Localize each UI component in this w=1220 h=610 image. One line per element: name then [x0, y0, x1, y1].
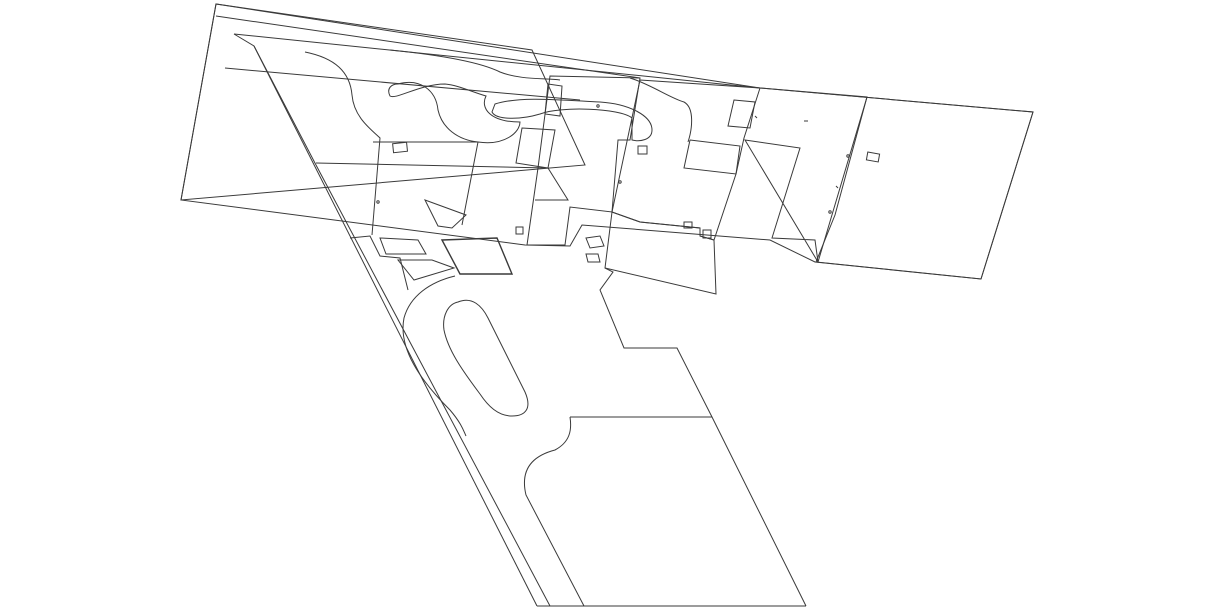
corridor-left-long-edge	[254, 46, 537, 606]
fixture-box-2	[638, 146, 647, 154]
survey-point-4	[829, 211, 831, 213]
tick-2	[755, 116, 757, 118]
gate-post-a	[586, 236, 604, 248]
upper-inner-line	[234, 34, 760, 88]
main-house-wing	[316, 163, 568, 200]
east-wing-court	[684, 140, 740, 174]
parking-pad	[442, 238, 512, 274]
garage-block	[745, 140, 818, 262]
entry-pads	[350, 236, 604, 290]
upper-inner-line-2	[225, 68, 580, 100]
oval-path-left	[389, 82, 520, 142]
fixture-box-5	[684, 222, 692, 228]
winding-path-left	[305, 52, 380, 235]
driveway-corridor	[234, 34, 806, 606]
far-east-divider	[818, 97, 867, 262]
garden-paths	[305, 50, 692, 606]
fixture-box-4	[516, 227, 523, 234]
outer-tilted-boundary	[181, 4, 1033, 279]
house-central-block	[373, 142, 478, 225]
building-footprints	[316, 76, 1033, 294]
small-pad-left	[380, 238, 426, 254]
south-lower-court	[605, 212, 716, 294]
fixture-markers	[377, 105, 880, 238]
north-tilted-boundary	[181, 4, 585, 200]
corridor-inner-edge	[316, 165, 550, 606]
top-edge-line	[216, 16, 640, 78]
east-annex	[728, 100, 755, 128]
gate-post-b	[586, 254, 600, 262]
driveway-inner-curve	[524, 417, 584, 606]
driveway-loop-island	[444, 300, 528, 416]
fixture-box-3	[866, 152, 879, 162]
survey-point-5	[619, 181, 621, 183]
survey-point-2	[377, 201, 379, 203]
fixture-box-1	[393, 142, 408, 152]
driveway-outer-curve	[403, 276, 466, 436]
far-east-yard	[760, 88, 1033, 279]
central-court	[516, 128, 555, 168]
north-house-block	[527, 76, 640, 245]
oval-path-center	[492, 99, 652, 140]
small-pad-right	[398, 260, 454, 280]
survey-point-1	[597, 105, 599, 107]
winding-path-top	[390, 50, 560, 80]
site-boundaries	[181, 4, 1033, 279]
fixture-box-6	[703, 230, 711, 238]
tick-3	[836, 186, 838, 188]
survey-point-3	[847, 155, 849, 157]
corridor-right-edge	[600, 268, 806, 606]
front-terrace	[425, 200, 466, 228]
entry-step-lines	[350, 236, 408, 290]
curved-path-right	[630, 78, 692, 142]
